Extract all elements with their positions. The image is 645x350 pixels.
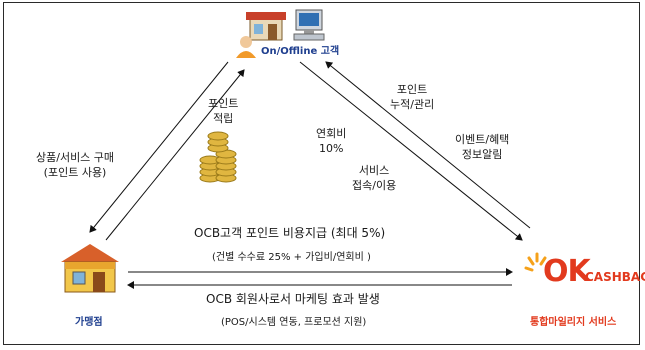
- customer-label: On/Offline 고객: [261, 46, 340, 57]
- computer-icon: [293, 9, 325, 41]
- person-icon: [236, 36, 256, 58]
- arrow-customer-to-ocb: [299, 61, 523, 241]
- coins-icon: [199, 131, 237, 183]
- merchant-label: 가맹점: [75, 317, 103, 328]
- ocb-payment-sub-label: (건별 수수료 25% + 가입비/연회비 ): [212, 252, 371, 263]
- point-manage-label: 포인트 누적/관리: [390, 83, 435, 111]
- ocb-sunburst-icon: [524, 252, 547, 272]
- ocb-service-label: 통합마일리지 서비스: [530, 317, 617, 328]
- service-use-label: 서비스 접속/이용: [352, 164, 397, 192]
- shop-icon: [246, 12, 286, 41]
- event-benefit-label: 이벤트/혜택 정보알림: [455, 133, 510, 161]
- customer-icon-group: [236, 9, 325, 58]
- ocb-logo-cashbag: CASHBAG: [585, 270, 645, 284]
- arrow-ocb-to-customer: [325, 61, 531, 229]
- annual-fee-label: 연회비 10%: [316, 127, 347, 155]
- marketing-label: OCB 회원사로서 마케팅 효과 발생: [206, 292, 380, 306]
- point-earn-label: 포인트 적립: [208, 97, 239, 125]
- ocb-logo-ok: OK: [543, 254, 591, 289]
- merchant-store-icon: [61, 244, 119, 293]
- diagram-frame: [3, 2, 640, 345]
- arrow-merchant-to-customer: [105, 69, 245, 241]
- purchase-label: 상품/서비스 구매 (포인트 사용): [36, 151, 115, 179]
- ocb-payment-label: OCB고객 포인트 비용지급 (최대 5%): [194, 226, 386, 240]
- marketing-sub-label: (POS/시스템 연동, 프로모션 지원): [221, 317, 367, 328]
- arrow-customer-to-merchant: [89, 61, 229, 233]
